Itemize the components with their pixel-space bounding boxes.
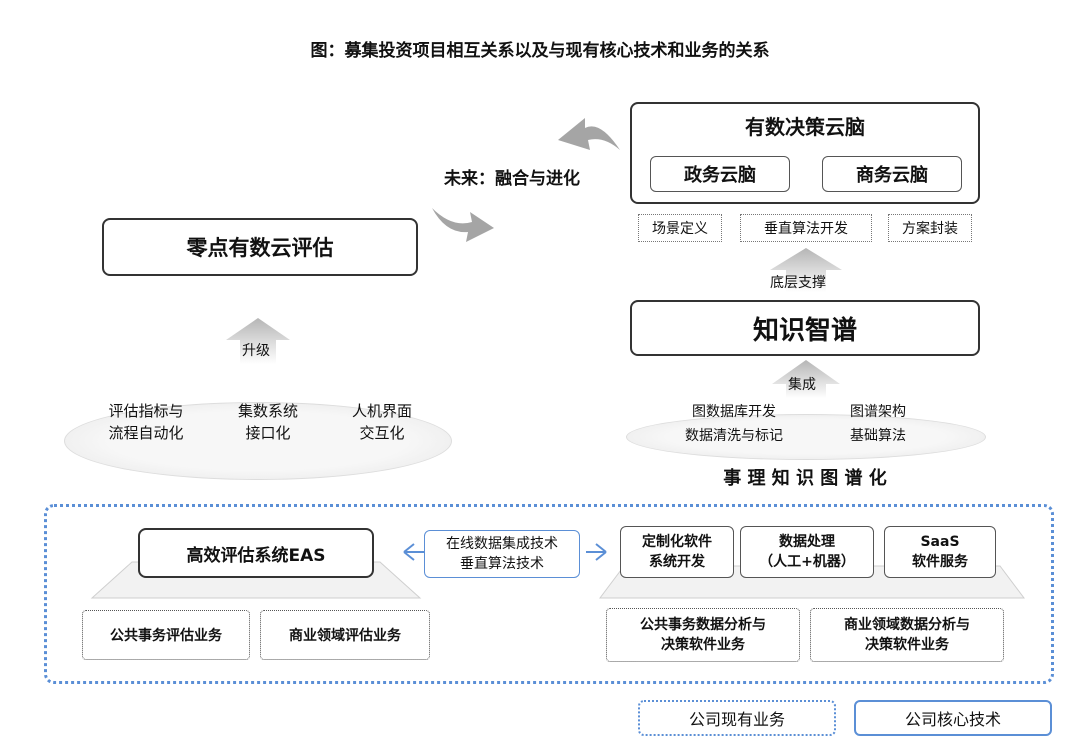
right-ellipse-item-2: 图谱架构 基础算法 bbox=[818, 400, 938, 448]
integrate-label: 集成 bbox=[788, 377, 816, 393]
support-arrow bbox=[770, 248, 842, 292]
left-item-3-line2: 交互化 bbox=[359, 424, 405, 442]
legend-core-tech: 公司核心技术 bbox=[854, 700, 1052, 736]
left-ellipse-item-3: 人机界面 交互化 bbox=[322, 400, 442, 444]
left-item-3-line1: 人机界面 bbox=[351, 402, 412, 420]
eas-box: 高效评估系统EAS bbox=[138, 528, 374, 578]
biz-right-2-line1: 商业领域数据分析与 bbox=[844, 617, 970, 633]
biz-public-eval: 公共事务评估业务 bbox=[82, 610, 250, 660]
biz-right-1-line1: 公共事务数据分析与 bbox=[640, 617, 766, 633]
biz-commercial-eval: 商业领域评估业务 bbox=[260, 610, 430, 660]
double-arrow-left bbox=[403, 543, 424, 561]
zero-point-cloud-eval-box: 零点有数云评估 bbox=[102, 218, 418, 276]
page-title: 图：募集投资项目相互关系以及与现有核心技术和业务的关系 bbox=[310, 41, 770, 61]
knowledge-graph-caption: 事 理 知 识 图 谱 化 bbox=[723, 468, 887, 489]
knowledge-graph-box: 知识智谱 bbox=[630, 300, 980, 356]
legend-existing-business: 公司现有业务 bbox=[638, 700, 836, 736]
center-tech-box: 在线数据集成技术 垂直算法技术 bbox=[424, 530, 580, 578]
future-arrow-up bbox=[558, 118, 620, 150]
right-capability-ellipse bbox=[626, 414, 986, 460]
future-label: 未来：融合与进化 bbox=[444, 169, 580, 189]
double-arrow-right bbox=[586, 543, 607, 561]
tech3-line1: SaaS bbox=[920, 534, 960, 550]
tech3-line2: 软件服务 bbox=[912, 554, 968, 570]
tech-data-processing: 数据处理 （人工+机器） bbox=[740, 526, 874, 578]
future-arrow-down bbox=[432, 208, 494, 242]
left-capability-ellipse bbox=[64, 402, 452, 480]
left-ellipse-item-2: 集数系统 接口化 bbox=[208, 400, 328, 444]
upgrade-arrow bbox=[226, 318, 290, 364]
left-item-2-line1: 集数系统 bbox=[237, 402, 298, 420]
center-tech-line1: 在线数据集成技术 bbox=[446, 536, 558, 552]
right-item-2-line1: 图谱架构 bbox=[850, 404, 906, 420]
left-item-1-line2: 流程自动化 bbox=[108, 424, 184, 442]
left-item-2-line2: 接口化 bbox=[245, 424, 291, 442]
upgrade-label: 升级 bbox=[242, 343, 270, 359]
biz-right-1-line2: 决策软件业务 bbox=[661, 637, 745, 653]
right-item-2-line2: 基础算法 bbox=[850, 428, 906, 444]
support-label: 底层支撑 bbox=[770, 275, 826, 291]
biz-cloud-brain: 商务云脑 bbox=[822, 156, 962, 192]
tech1-line2: 系统开发 bbox=[649, 554, 705, 570]
tech2-line2: （人工+机器） bbox=[759, 554, 855, 570]
decision-cloud-brain-box: 有数决策云脑 政务云脑 商务云脑 bbox=[630, 102, 980, 204]
biz-public-analysis: 公共事务数据分析与 决策软件业务 bbox=[606, 608, 800, 662]
center-tech-line2: 垂直算法技术 bbox=[460, 556, 544, 572]
bottom-business-container bbox=[44, 504, 1054, 684]
biz-commercial-analysis: 商业领域数据分析与 决策软件业务 bbox=[810, 608, 1004, 662]
tag-scenario-definition: 场景定义 bbox=[638, 214, 722, 242]
left-item-1-line1: 评估指标与 bbox=[108, 402, 184, 420]
tech1-line1: 定制化软件 bbox=[642, 534, 712, 550]
left-ellipse-item-1: 评估指标与 流程自动化 bbox=[86, 400, 206, 444]
right-item-1-line1: 图数据库开发 bbox=[692, 404, 776, 420]
tech-saas: SaaS 软件服务 bbox=[884, 526, 996, 578]
integrate-arrow bbox=[772, 360, 840, 398]
tech-custom-software: 定制化软件 系统开发 bbox=[620, 526, 734, 578]
tag-solution-packaging: 方案封装 bbox=[888, 214, 972, 242]
right-ellipse-item-1: 图数据库开发 数据清洗与标记 bbox=[650, 400, 818, 448]
tech2-line1: 数据处理 bbox=[779, 534, 835, 550]
gov-cloud-brain: 政务云脑 bbox=[650, 156, 790, 192]
right-item-1-line2: 数据清洗与标记 bbox=[685, 428, 783, 444]
tag-vertical-algorithm: 垂直算法开发 bbox=[740, 214, 872, 242]
decision-cloud-brain-title: 有数决策云脑 bbox=[745, 114, 865, 139]
biz-right-2-line2: 决策软件业务 bbox=[865, 637, 949, 653]
